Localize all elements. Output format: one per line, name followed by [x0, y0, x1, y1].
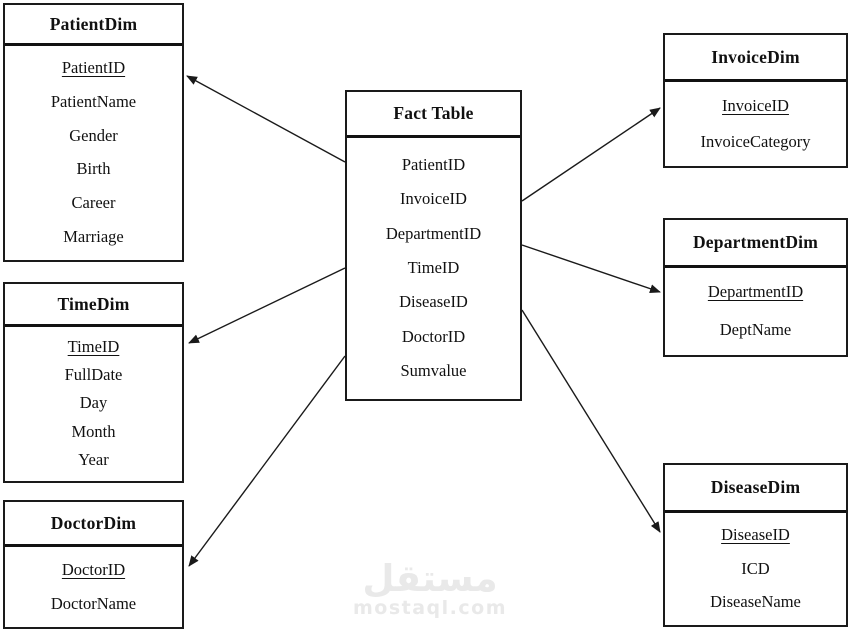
edge-fact-to-doctordim-arrow [188, 355, 346, 567]
edge-fact-to-departmentdim-arrow [521, 244, 661, 294]
field-fact-timeid: TimeID [407, 257, 460, 277]
entity-doctordim: DoctorDim DoctorID DoctorName [3, 500, 184, 629]
edge-fact-to-diseasedim-arrow [521, 309, 661, 533]
entity-invoicedim: InvoiceDim InvoiceID InvoiceCategory [663, 33, 848, 168]
field-birth: Birth [76, 159, 111, 179]
entity-departmentdim-fields: DepartmentID DeptName [665, 268, 846, 355]
field-invoicecategory: InvoiceCategory [700, 131, 811, 151]
entity-fact-table-fields: PatientID InvoiceID DepartmentID TimeID … [347, 138, 520, 399]
entity-departmentdim: DepartmentDim DepartmentID DeptName [663, 218, 848, 357]
field-deptname: DeptName [719, 319, 792, 339]
field-invoiceid: InvoiceID [722, 95, 789, 115]
entity-diseasedim-title: DiseaseDim [665, 465, 846, 513]
watermark: مستقل mostaql.com [330, 560, 530, 618]
entity-timedim: TimeDim TimeID FullDate Day Month Year [3, 282, 184, 483]
field-day: Day [79, 393, 108, 413]
field-timeid: TimeID [67, 336, 120, 356]
entity-doctordim-title: DoctorDim [5, 502, 182, 547]
field-fulldate: FullDate [64, 365, 123, 385]
field-patientid: PatientID [61, 58, 126, 78]
field-fact-diseaseid: DiseaseID [399, 292, 468, 312]
field-diseaseid: DiseaseID [721, 525, 790, 545]
entity-timedim-fields: TimeID FullDate Day Month Year [5, 327, 182, 481]
field-fact-sumvalue: Sumvalue [400, 361, 467, 381]
field-career: Career [71, 192, 116, 212]
field-fact-invoiceid: InvoiceID [400, 189, 467, 209]
field-year: Year [78, 450, 109, 470]
entity-diseasedim: DiseaseDim DiseaseID ICD DiseaseName [663, 463, 848, 627]
watermark-domain-text: mostaql.com [352, 597, 507, 619]
field-month: Month [71, 421, 116, 441]
entity-patientdim-fields: PatientID PatientName Gender Birth Caree… [5, 46, 182, 260]
entity-timedim-title: TimeDim [5, 284, 182, 327]
field-icd: ICD [741, 558, 770, 578]
field-patientname: PatientName [50, 92, 137, 111]
entity-patientdim-title: PatientDim [5, 5, 182, 46]
entity-fact-table: Fact Table PatientID InvoiceID Departmen… [345, 90, 522, 401]
entity-invoicedim-fields: InvoiceID InvoiceCategory [665, 82, 846, 166]
field-marriage: Marriage [63, 226, 124, 246]
field-departmentid: DepartmentID [707, 282, 804, 302]
field-doctorid: DoctorID [61, 559, 126, 579]
entity-invoicedim-title: InvoiceDim [665, 35, 846, 82]
field-diseasename: DiseaseName [710, 591, 801, 611]
entity-patientdim: PatientDim PatientID PatientName Gender … [3, 3, 184, 262]
edge-fact-to-invoicedim-arrow [521, 107, 661, 202]
field-fact-doctorid: DoctorID [401, 326, 466, 346]
edge-fact-to-patientdim-arrow [186, 75, 346, 163]
edge-fact-to-timedim-arrow [188, 267, 346, 344]
entity-doctordim-fields: DoctorID DoctorName [5, 547, 182, 627]
field-doctorname: DoctorName [50, 593, 137, 613]
field-fact-patientid: PatientID [401, 154, 466, 174]
watermark-logo-text: مستقل [362, 557, 498, 600]
entity-diseasedim-fields: DiseaseID ICD DiseaseName [665, 513, 846, 625]
entity-departmentdim-title: DepartmentDim [665, 220, 846, 268]
entity-fact-table-title: Fact Table [347, 92, 520, 138]
field-gender: Gender [69, 125, 118, 145]
field-fact-departmentid: DepartmentID [385, 223, 482, 243]
